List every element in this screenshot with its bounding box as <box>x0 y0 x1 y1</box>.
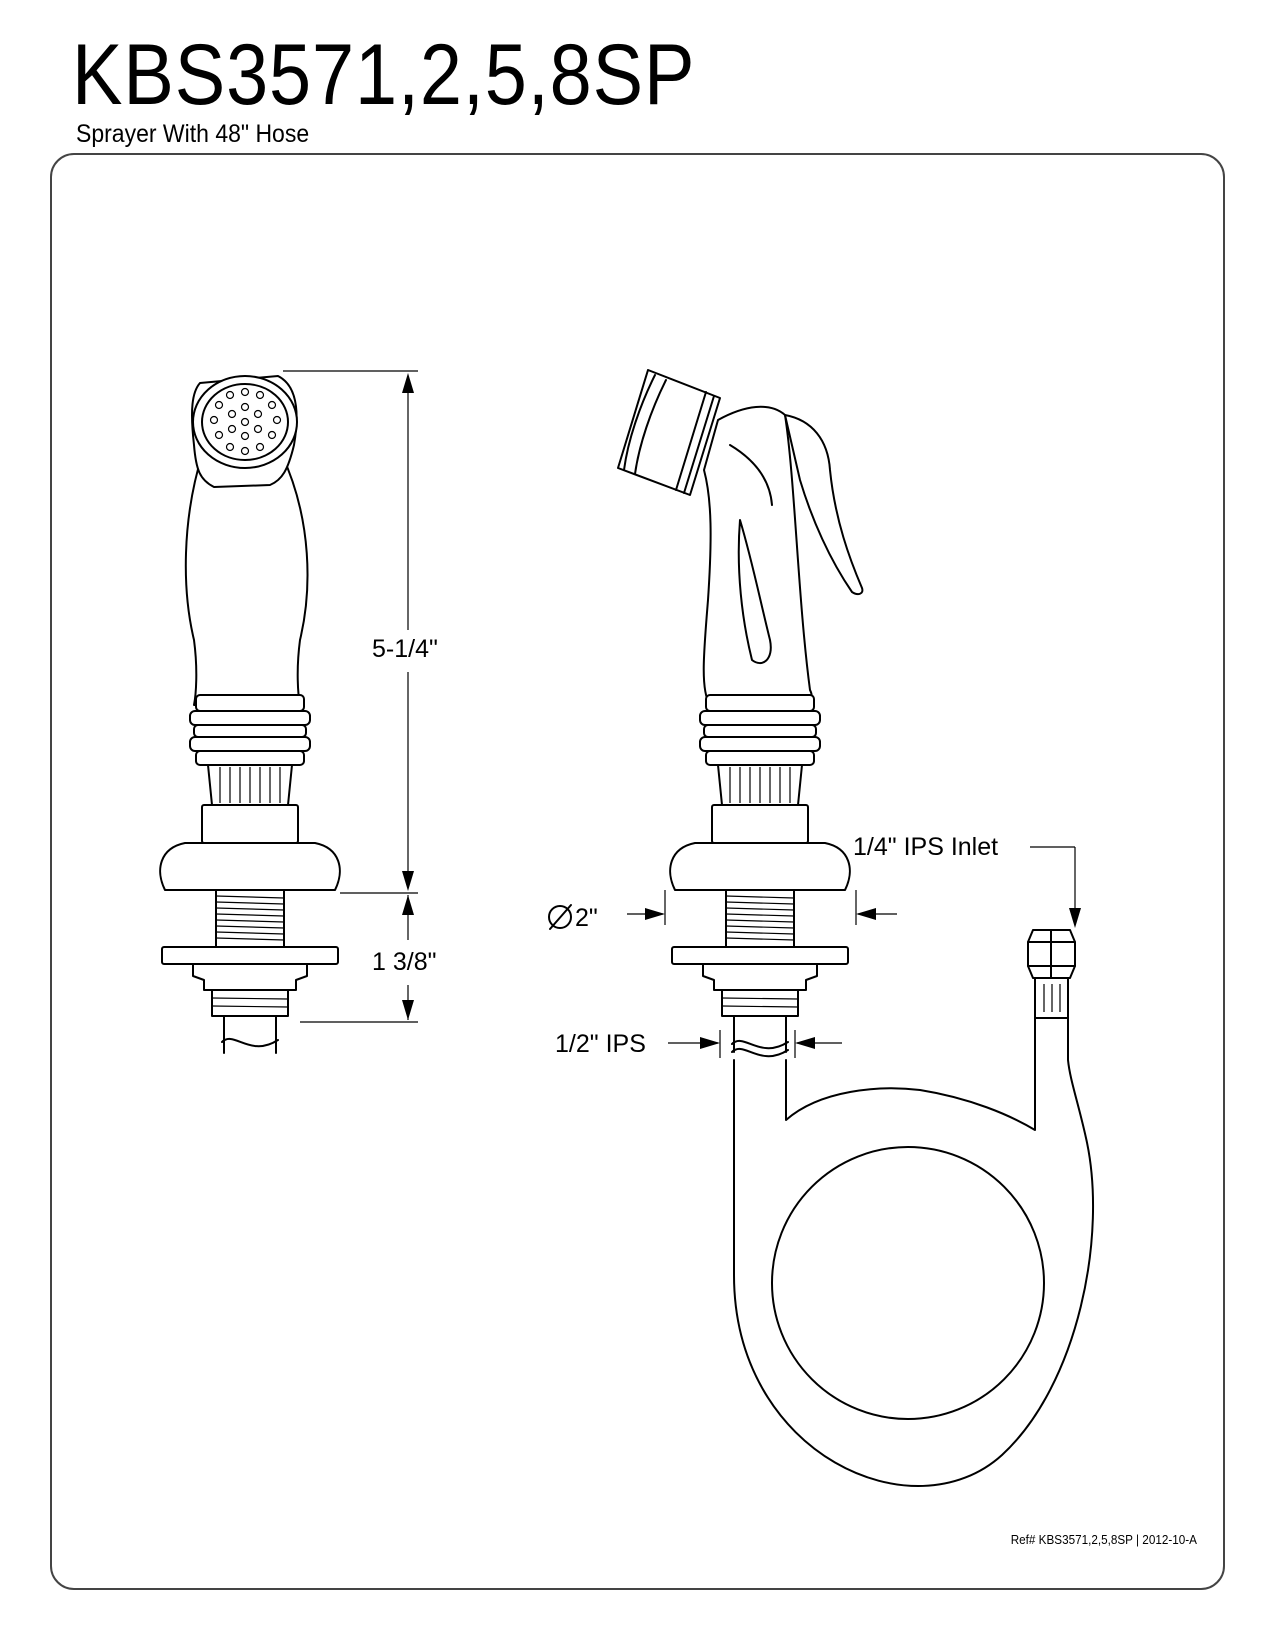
flange-diameter-label: 2" <box>575 904 598 932</box>
drawing-frame <box>50 153 1225 1590</box>
hose <box>733 929 1095 1488</box>
shank-thread-label: 1/2" IPS <box>555 1030 646 1058</box>
inlet-leader <box>1030 846 1081 928</box>
model-title: KBS3571,2,5,8SP <box>72 27 696 123</box>
sprayer-front-view <box>159 375 341 1054</box>
shank-threads <box>215 895 285 941</box>
side-shank-threads <box>725 895 795 941</box>
spray-face-holes-icon <box>209 387 282 456</box>
hose-inlet-label: 1/4" IPS Inlet <box>853 833 998 861</box>
neck-ribs <box>219 767 281 803</box>
shank-thread-dimension <box>668 1030 842 1058</box>
height-bottom-label: 1 3/8" <box>372 948 436 976</box>
product-subtitle: Sprayer With 48" Hose <box>76 120 310 148</box>
reference-footer: Ref# KBS3571,2,5,8SP | 2012-10-A <box>1010 1532 1197 1547</box>
side-neck-ribs <box>729 767 791 803</box>
diameter-icon <box>548 904 572 930</box>
height-top-label: 5-1/4" <box>372 635 438 663</box>
sprayer-side-view <box>617 369 864 1058</box>
height-dimension <box>283 370 418 1023</box>
diameter-dimension <box>548 890 897 930</box>
